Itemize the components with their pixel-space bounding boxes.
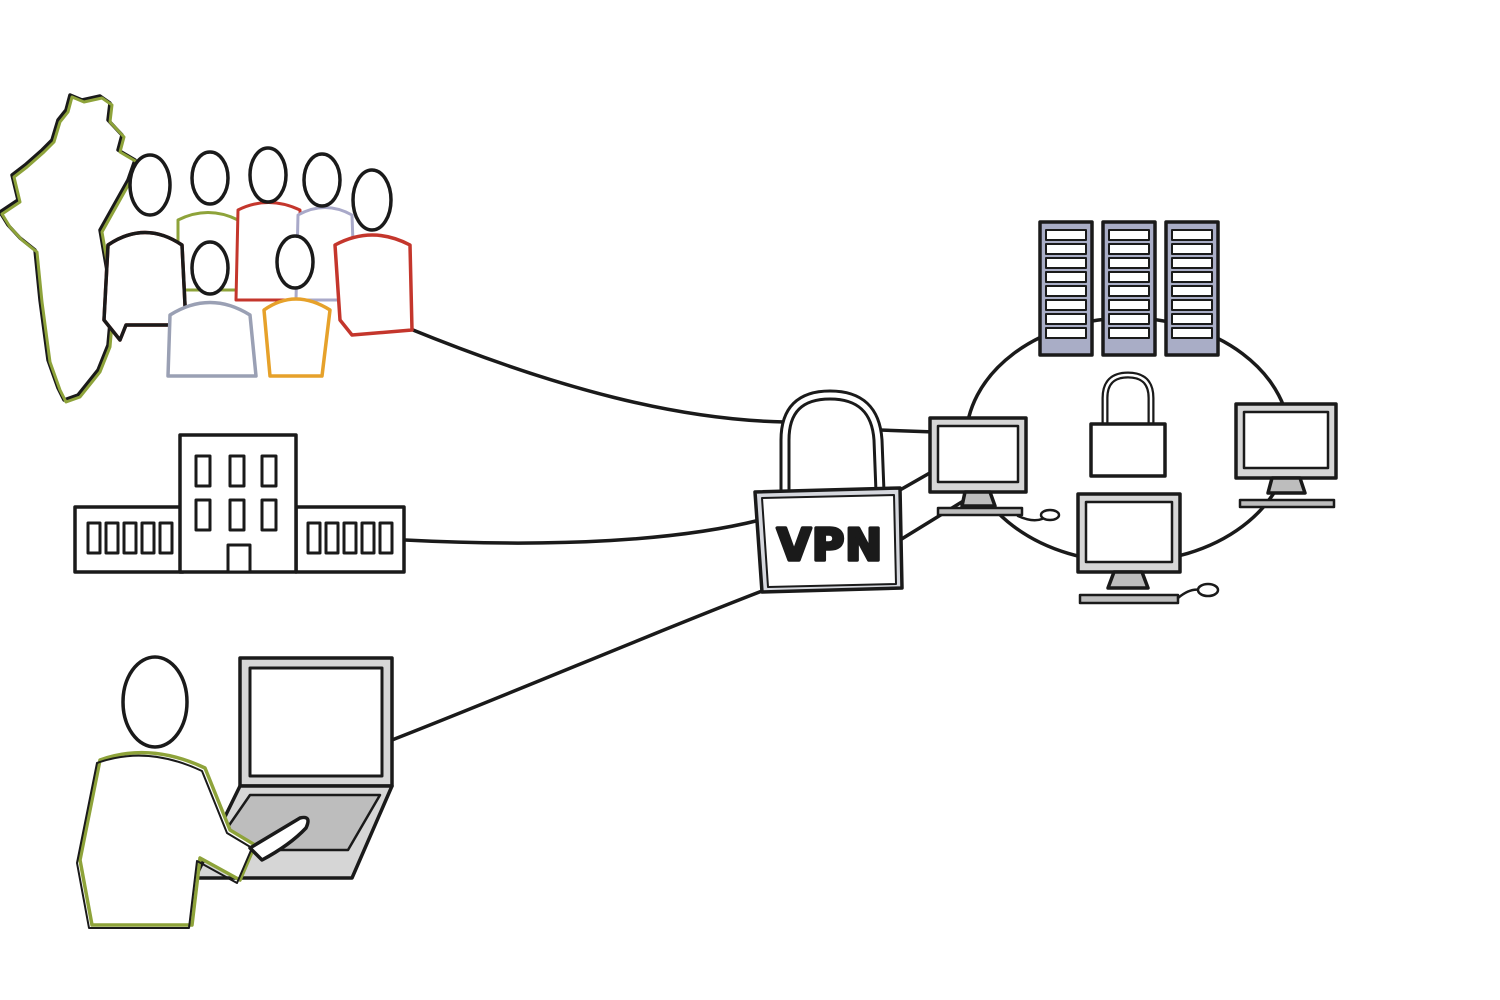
- line-vpn-to-monitor-1: [878, 428, 937, 434]
- connection-lines: [390, 326, 967, 742]
- building-windows: [86, 454, 394, 555]
- server-rack-3: [1164, 220, 1220, 357]
- vpn-label: VPN: [777, 520, 883, 571]
- worker-hand: [248, 815, 310, 862]
- vpn-padlock-icon: VPN: [753, 389, 904, 594]
- network-ring-icon: [928, 220, 1338, 605]
- server-rack-2: [1101, 220, 1157, 357]
- server-rack-1: [1038, 220, 1094, 357]
- office-building-icon: [73, 433, 406, 574]
- worker-person: [76, 655, 310, 929]
- line-team-to-vpn: [406, 326, 787, 424]
- line-laptop-to-vpn: [390, 586, 772, 742]
- monitor-icon-left: [928, 416, 1061, 522]
- india-map-icon: [0, 93, 139, 404]
- person-laptop-icon: [76, 655, 394, 929]
- people-group-icon: [102, 146, 414, 378]
- line-vpn-to-monitor-3: [898, 498, 967, 542]
- monitor-icon-bottom: [1076, 492, 1220, 605]
- person-back-5: [333, 168, 414, 337]
- person-front-2: [262, 234, 332, 378]
- building-door: [226, 543, 252, 574]
- network-lock-icon: [1089, 371, 1167, 478]
- person-back-1: [102, 153, 188, 342]
- person-front-1: [166, 240, 258, 378]
- monitor-icon-right: [1234, 402, 1338, 509]
- line-office-to-vpn: [403, 518, 762, 545]
